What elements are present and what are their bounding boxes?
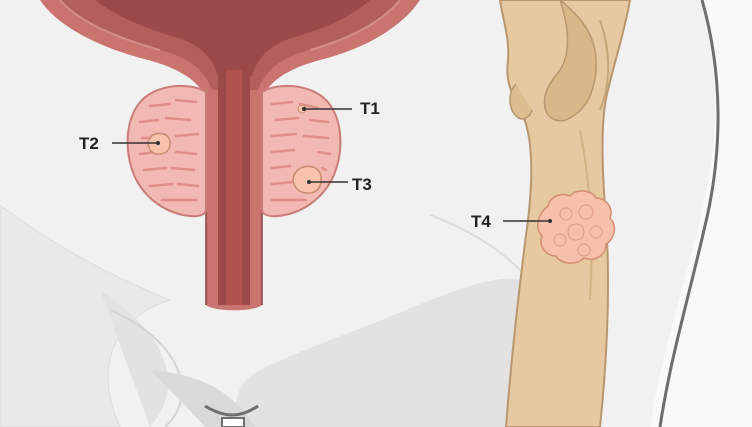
urethra [206,70,262,310]
label-t1: T1 [360,100,380,117]
label-t4: T4 [471,213,491,230]
label-t3: T3 [352,176,372,193]
tumor-t4 [538,191,615,263]
label-t2: T2 [79,135,99,152]
tumor-t3 [293,166,321,193]
